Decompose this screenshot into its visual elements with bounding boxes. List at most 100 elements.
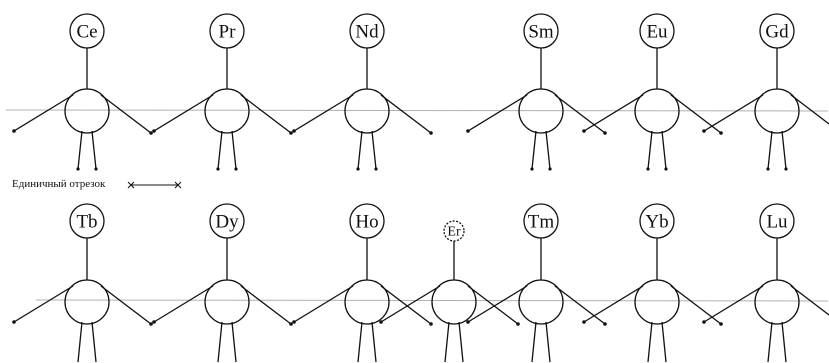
right-arm-ho (380, 285, 432, 325)
left-arm-sm (467, 94, 528, 132)
figure-ce: Ce (12, 13, 153, 171)
figure-nd: Nd (292, 13, 433, 171)
left-arm-pr (153, 94, 214, 132)
right-leg-ce (91, 130, 97, 170)
left-leg-er (444, 321, 450, 363)
element-label-pr: Pr (219, 22, 237, 43)
body-circle-yb (634, 279, 680, 325)
right-leg-ho (371, 321, 377, 363)
right-hand-dot-eu (719, 131, 723, 135)
left-foot-dot-gd (766, 167, 770, 171)
right-arm-tm (554, 285, 606, 325)
left-foot-dot-sm (530, 167, 534, 171)
right-arm-pr (240, 94, 292, 134)
left-foot-dot-eu (646, 167, 650, 171)
right-arm-gd (790, 94, 829, 125)
right-leg-lu (781, 321, 787, 363)
right-foot-dot-pr (234, 167, 238, 171)
element-label-nd: Nd (355, 22, 379, 43)
left-hand-dot-ce (12, 129, 16, 133)
body-circle-dy (204, 279, 250, 325)
figure-ho: Ho (292, 203, 433, 363)
right-foot-dot-eu (664, 167, 668, 171)
right-leg-sm (545, 130, 551, 170)
element-label-tm: Tm (528, 212, 555, 233)
right-arm-eu (670, 94, 722, 134)
element-label-eu: Eu (646, 22, 668, 43)
body-circle-tb (64, 279, 110, 325)
element-label-gd: Gd (765, 22, 789, 43)
right-hand-dot-tm (603, 322, 607, 326)
element-label-er: Er (447, 225, 461, 240)
left-arm-tb (13, 285, 74, 323)
right-leg-er (458, 321, 464, 363)
right-leg-tm (545, 321, 551, 363)
body-circle-er (431, 279, 477, 325)
body-circle-tm (518, 279, 564, 325)
element-label-lu: Lu (766, 212, 788, 233)
figure-lu: Lu (702, 203, 829, 363)
left-arm-dy (153, 285, 214, 323)
right-arm-lu (790, 285, 829, 316)
left-hand-dot-sm (466, 129, 470, 133)
figure-dy: Dy (152, 203, 293, 363)
right-arm-nd (380, 94, 432, 134)
figure-yb: Yb (582, 203, 723, 363)
left-foot-dot-ce (76, 167, 80, 171)
right-hand-dot-pr (289, 131, 293, 135)
left-hand-dot-ho (292, 320, 296, 324)
right-hand-dot-ho (429, 322, 433, 326)
right-leg-eu (661, 130, 667, 170)
body-circle-pr (204, 88, 250, 134)
left-arm-ce (13, 94, 74, 132)
left-arm-tm (467, 285, 528, 323)
figure-sm: Sm (466, 13, 607, 171)
right-leg-pr (231, 130, 237, 170)
right-arm-tb (100, 285, 152, 325)
left-hand-dot-dy (152, 320, 156, 324)
unit-segment-label: Единичный отрезок (12, 178, 106, 190)
unit-segment-end-mark (174, 181, 182, 189)
right-arm-yb (670, 285, 722, 325)
body-circle-lu (754, 279, 800, 325)
left-leg-ce (77, 130, 83, 170)
left-arm-lu (703, 285, 764, 323)
left-leg-sm (531, 130, 537, 170)
left-leg-tm (531, 321, 537, 363)
left-arm-eu (583, 94, 644, 132)
element-label-yb: Yb (645, 212, 668, 233)
left-arm-ho (293, 285, 354, 323)
left-hand-dot-er (379, 320, 383, 324)
left-arm-er (380, 285, 441, 323)
element-label-dy: Dy (215, 212, 239, 233)
left-leg-eu (647, 130, 653, 170)
right-leg-dy (231, 321, 237, 363)
right-leg-yb (661, 321, 667, 363)
body-circle-ce (64, 88, 110, 134)
left-leg-lu (767, 321, 773, 363)
baseline-guide-row-1 (5, 109, 829, 112)
left-arm-gd (703, 94, 764, 132)
element-label-tb: Tb (76, 212, 97, 233)
right-hand-dot-nd (429, 131, 433, 135)
left-hand-dot-pr (152, 129, 156, 133)
left-hand-dot-gd (702, 129, 706, 133)
left-arm-nd (293, 94, 354, 132)
left-leg-tb (77, 321, 83, 363)
right-foot-dot-sm (548, 167, 552, 171)
right-arm-ce (100, 94, 152, 134)
unit-segment: Единичный отрезок (12, 178, 182, 190)
body-circle-ho (344, 279, 390, 325)
left-leg-pr (217, 130, 223, 170)
right-arm-sm (554, 94, 606, 134)
baseline-guides (5, 109, 829, 302)
right-hand-dot-sm (603, 131, 607, 135)
right-hand-dot-ce (149, 131, 153, 135)
body-circle-gd (754, 88, 800, 134)
right-hand-dot-yb (719, 322, 723, 326)
right-arm-er (467, 285, 519, 325)
figure-tm: Tm (466, 203, 607, 363)
right-arm-dy (240, 285, 292, 325)
right-hand-dot-tb (149, 322, 153, 326)
